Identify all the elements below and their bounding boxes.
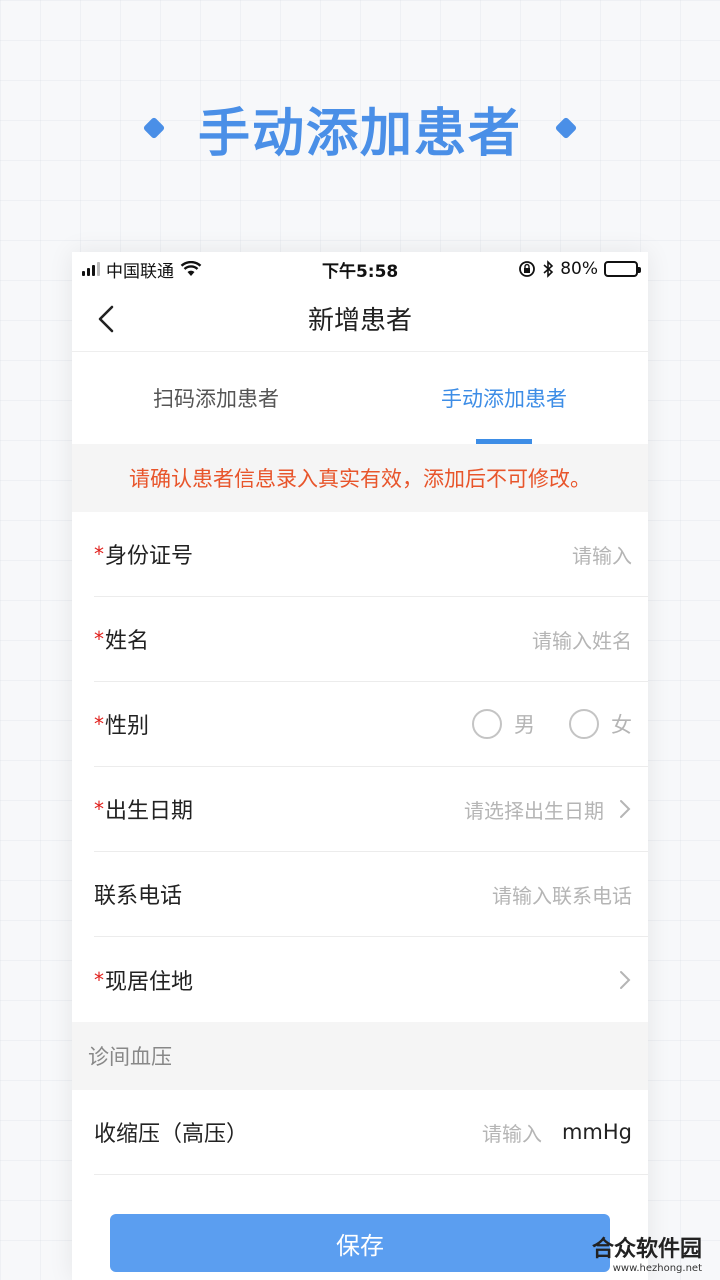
bp-section-header: 诊间血压 — [72, 1022, 648, 1090]
tab-manual-add[interactable]: 手动添加患者 — [360, 352, 648, 444]
gender-female-label[interactable]: 女 — [611, 713, 632, 737]
phone-row[interactable]: 联系电话 请输入联系电话 — [94, 852, 648, 937]
status-bar: 中国联通 下午5:58 80% — [72, 252, 648, 286]
rotation-lock-icon — [519, 261, 536, 277]
name-row[interactable]: * 姓名 请输入姓名 — [94, 597, 648, 682]
required-mark: * — [94, 712, 104, 736]
id-number-label: 身份证号 — [105, 544, 194, 569]
footer-bar: 保存 — [72, 1206, 648, 1280]
bluetooth-icon — [543, 260, 554, 278]
signal-icon — [82, 262, 100, 276]
watermark-en: www.hezhong.net — [612, 1263, 702, 1274]
wifi-icon — [180, 261, 202, 276]
gender-row: * 性别 男 女 — [94, 682, 648, 767]
clock: 下午5:58 — [321, 261, 399, 282]
systolic-input[interactable]: 请输入 — [481, 1121, 542, 1146]
warning-notice: 请确认患者信息录入真实有效，添加后不可修改。 — [72, 444, 648, 512]
diamond-dot-left — [142, 116, 166, 140]
required-mark: * — [94, 627, 104, 651]
gender-male-radio[interactable] — [472, 709, 502, 739]
address-row[interactable]: * 现居住地 — [94, 937, 648, 1022]
required-mark: * — [94, 797, 104, 821]
save-button[interactable]: 保存 — [110, 1214, 610, 1272]
gender-label: 性别 — [105, 714, 150, 739]
carrier-name: 中国联通 — [106, 261, 174, 282]
tab-scan-add[interactable]: 扫码添加患者 — [153, 387, 279, 411]
birthdate-label: 出生日期 — [105, 799, 194, 824]
promo-title: 手动添加患者 — [197, 103, 522, 164]
phone-label: 联系电话 — [94, 884, 183, 909]
battery-icon — [604, 261, 641, 277]
chevron-right-icon[interactable] — [618, 969, 632, 991]
battery-percent: 80% — [560, 259, 598, 279]
name-label: 姓名 — [105, 629, 150, 654]
birthdate-picker[interactable]: 请选择出生日期 — [464, 798, 604, 823]
watermark: 合众软件园 www.hezhong.net — [592, 1231, 702, 1274]
required-mark: * — [94, 967, 104, 992]
birthdate-row[interactable]: * 出生日期 请选择出生日期 — [94, 767, 648, 852]
systolic-row[interactable]: 收缩压（高压） 请输入 mmHg — [94, 1090, 648, 1175]
phone-input[interactable]: 请输入联系电话 — [492, 883, 632, 908]
name-input[interactable]: 请输入姓名 — [532, 628, 632, 653]
diamond-dot-right — [554, 116, 578, 140]
gender-radio-group: 男 女 — [472, 709, 632, 739]
chevron-right-icon — [620, 800, 631, 818]
page-title: 新增患者 — [307, 306, 412, 336]
address-label: 现居住地 — [105, 969, 194, 995]
promo-header: 手动添加患者 — [0, 88, 720, 168]
required-mark: * — [94, 542, 104, 566]
systolic-unit: mmHg — [561, 1120, 632, 1144]
navigation-bar: 新增患者 — [72, 286, 648, 352]
gender-female-radio[interactable] — [569, 709, 599, 739]
id-number-input[interactable]: 请输入 — [572, 543, 632, 568]
tab-bar: 扫码添加患者 手动添加患者 — [72, 352, 648, 444]
id-number-row[interactable]: * 身份证号 请输入 — [94, 512, 648, 597]
gender-male-label[interactable]: 男 — [514, 713, 535, 737]
systolic-label: 收缩压（高压） — [94, 1122, 249, 1147]
back-icon[interactable] — [92, 304, 122, 334]
watermark-cn: 合众软件园 — [591, 1237, 702, 1262]
phone-screen: 中国联通 下午5:58 80% 新增患者 扫码添 — [72, 252, 648, 1280]
